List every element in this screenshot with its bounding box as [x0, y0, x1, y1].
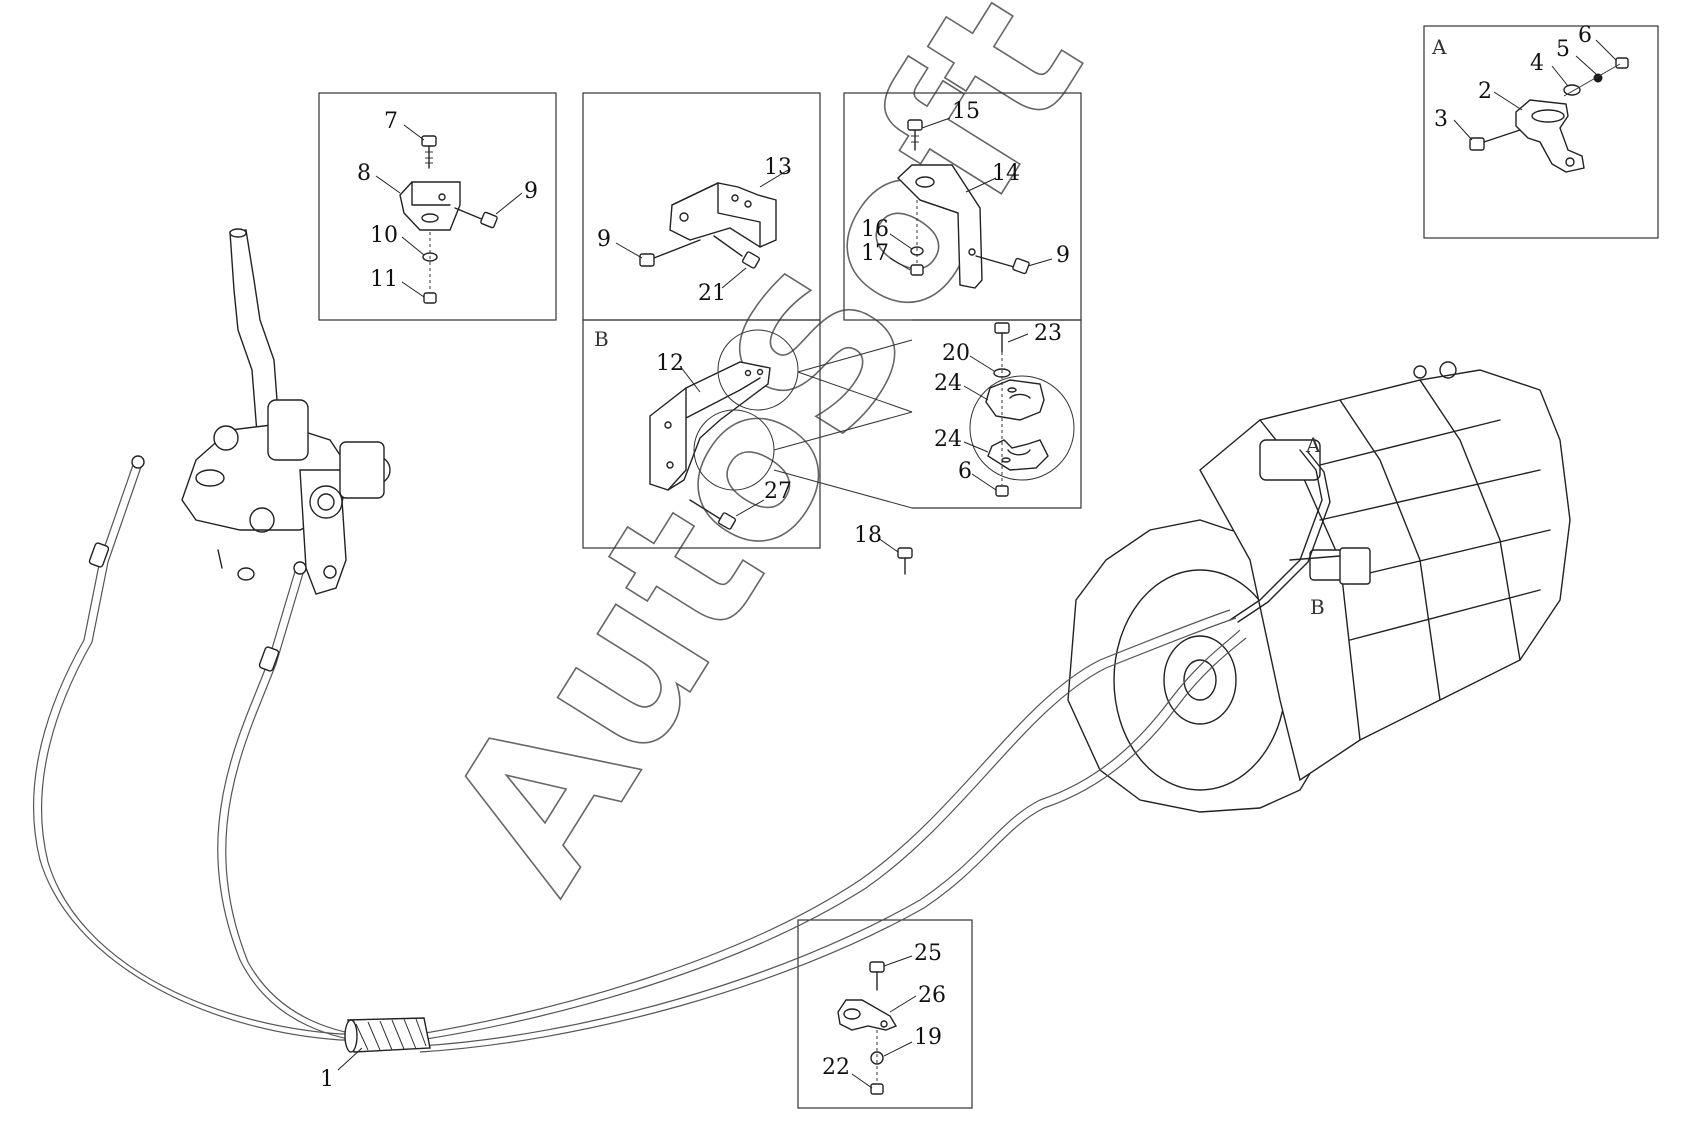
bolt-7: [421, 135, 437, 169]
cable-sleeve-1: 1: [320, 1017, 431, 1092]
bracket-2: [1515, 99, 1585, 173]
label-11: 11: [370, 267, 398, 292]
bracket-12: [649, 361, 771, 491]
nut-22: [870, 1083, 884, 1095]
label-2: 2: [1478, 79, 1492, 104]
label-6-a: 6: [1578, 23, 1592, 48]
label-9: 9: [524, 179, 538, 204]
label-19: 19: [914, 1025, 942, 1050]
nut-17: [910, 264, 924, 276]
label-14: 14: [992, 161, 1020, 186]
label-25: 25: [914, 941, 942, 966]
clamp-half-24-upper: [985, 379, 1045, 421]
bolt-27: [689, 499, 737, 530]
detail-box-a: A 3 2 4 5 6: [1423, 23, 1659, 239]
detail-box-clip: 25 26 19 22: [797, 919, 973, 1109]
label-13: 13: [764, 155, 792, 180]
label-15: 15: [952, 99, 980, 124]
label-18: 18: [854, 523, 882, 548]
nut-6-clamp: [995, 485, 1009, 497]
box-b-label: B: [594, 327, 609, 351]
bolt-9-right: [975, 255, 1030, 275]
bracket-13: [669, 182, 777, 248]
label-23: 23: [1034, 321, 1062, 346]
label-9-right: 9: [1056, 243, 1070, 268]
detail-box-bracket-14: 15 14 16 17 9: [843, 92, 1082, 321]
label-21: 21: [698, 281, 726, 306]
label-27: 27: [764, 479, 792, 504]
label-8: 8: [357, 161, 371, 186]
label-6-clamp: 6: [958, 459, 972, 484]
label-7: 7: [384, 109, 398, 134]
label-10: 10: [370, 223, 398, 248]
label-1: 1: [320, 1067, 334, 1092]
washer-4: [1563, 84, 1581, 96]
bolt-3: [1469, 129, 1521, 151]
label-24-upper: 24: [934, 371, 962, 396]
clip-26: [837, 999, 898, 1031]
label-17: 17: [861, 241, 889, 266]
label-22: 22: [822, 1055, 850, 1080]
bracket-8: [399, 181, 461, 231]
clamp-half-24-lower: [987, 439, 1049, 471]
label-20: 20: [942, 341, 970, 366]
bolt-23: [994, 322, 1010, 353]
detail-box-bracket-13: 13 9 21: [582, 92, 821, 321]
bolt-21: [713, 235, 761, 269]
bolt-15: [907, 119, 923, 151]
transmission-assembly: A B: [1067, 361, 1571, 813]
label-3: 3: [1434, 107, 1448, 132]
detail-box-bracket-7-11: 7 8 9 10 11: [318, 92, 557, 321]
bracket-14: [896, 164, 983, 289]
label-12: 12: [656, 351, 684, 376]
box-a-label: A: [1431, 35, 1447, 59]
bolt-9-mid: [639, 239, 701, 267]
label-4: 4: [1530, 51, 1544, 76]
gear-shift-lever: [181, 228, 391, 595]
label-9-mid: 9: [597, 227, 611, 252]
transmission-marker-a: A: [1305, 433, 1321, 457]
label-5: 5: [1556, 37, 1570, 62]
bolt-9-top: [454, 207, 498, 229]
detail-box-b: B 12 27: [582, 319, 821, 549]
label-24-lower: 24: [934, 427, 962, 452]
nut-11: [423, 232, 437, 304]
transmission-marker-b: B: [1310, 595, 1325, 619]
bolt-18: 18: [854, 523, 913, 575]
bolt-25: [869, 961, 885, 991]
label-26: 26: [918, 983, 946, 1008]
shift-cables: [33, 455, 1247, 1053]
washer-19: [870, 1051, 884, 1065]
detail-box-clamp: 23 20 24 24 6: [773, 319, 1082, 509]
label-16: 16: [861, 217, 889, 242]
nut-6-a: [1615, 57, 1629, 69]
